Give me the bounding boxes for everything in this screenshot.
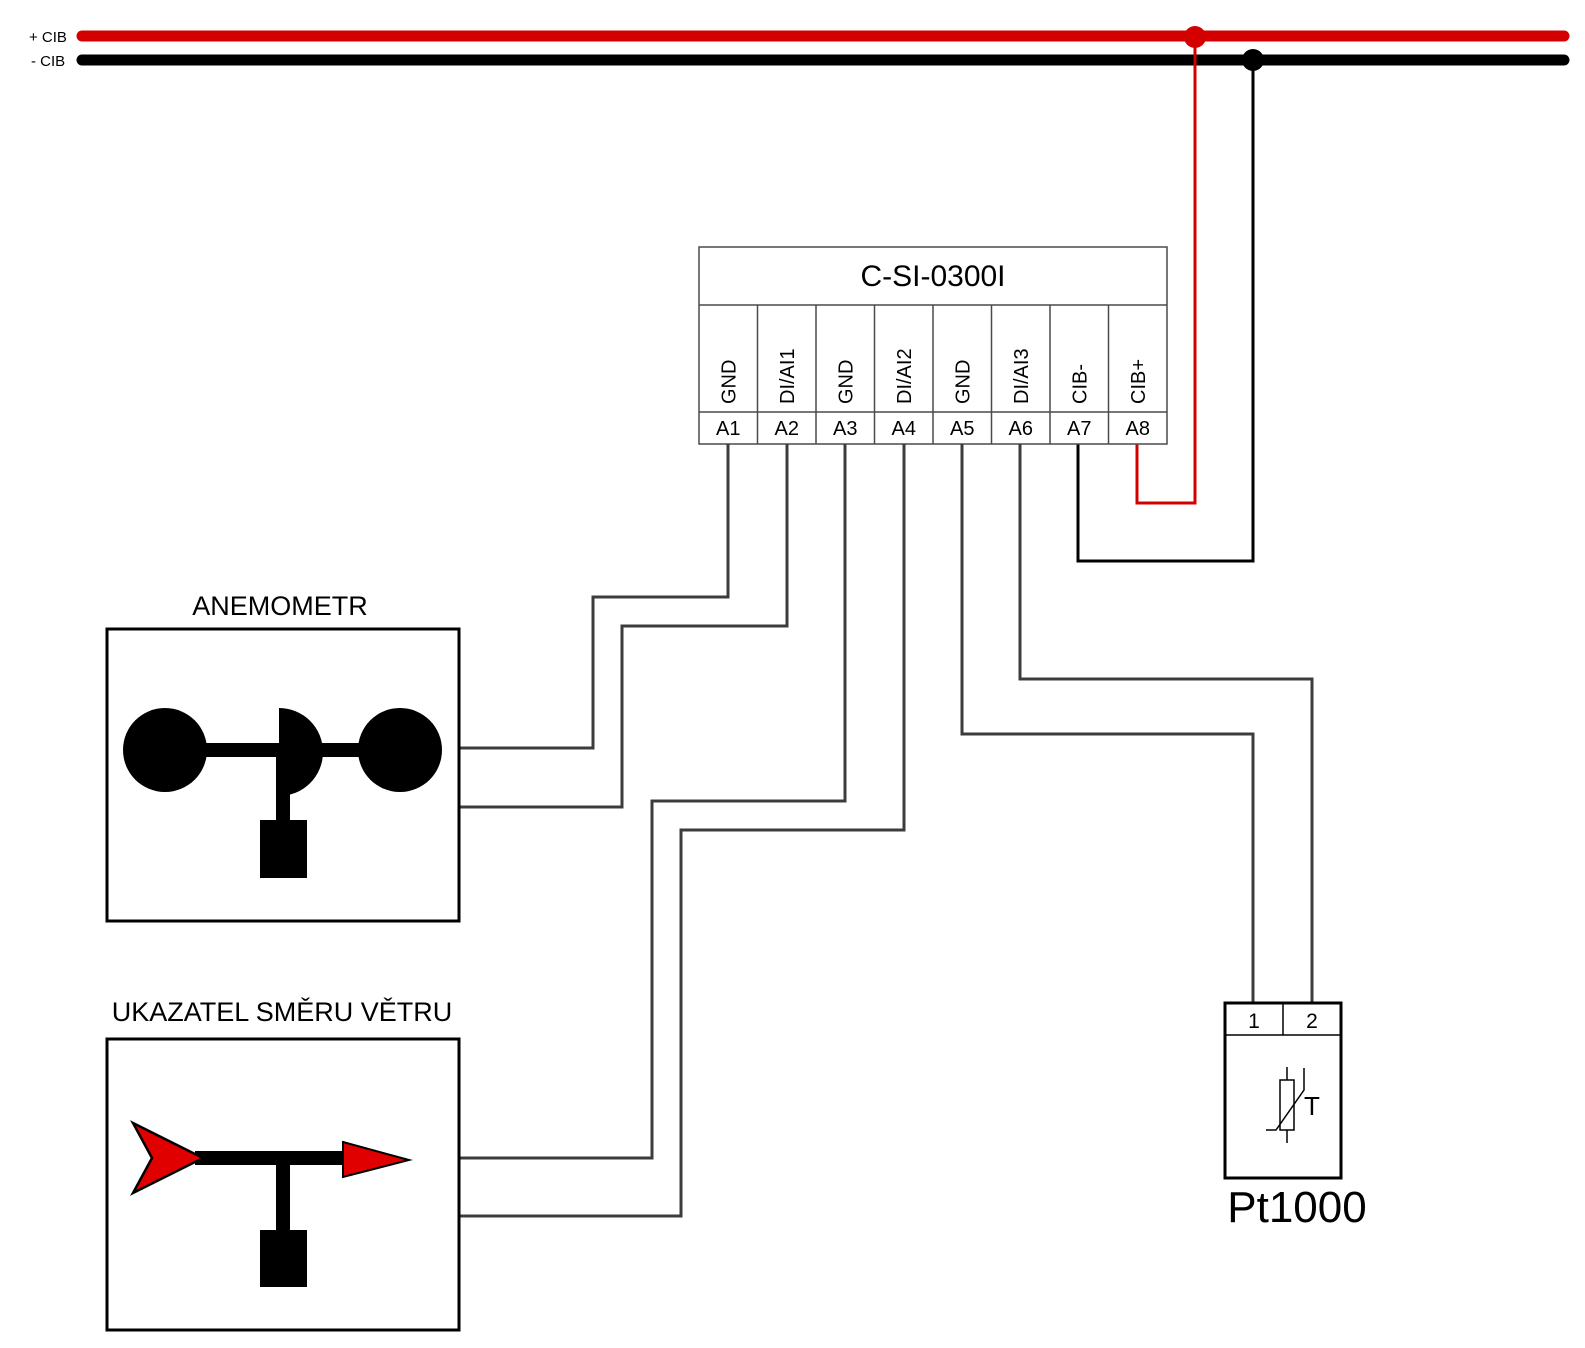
wind-vane-title: UKAZATEL SMĚRU VĚTRU [112,996,453,1027]
wire-a5-pt1000 [960,444,1255,1003]
wire-a4-wind-vane [459,444,906,1218]
terminal-pin-label: A6 [1009,418,1033,440]
terminal-function-label: GND [718,360,740,404]
terminal-pin-label: A8 [1126,418,1150,440]
cib-minus-feed-wire [1076,60,1255,563]
anemometer-icon [123,708,442,878]
terminal-function-label: CIB+ [1128,359,1150,404]
bus-plus-label: + CIB [29,29,67,46]
thermistor-label: T [1304,1091,1320,1121]
terminal-function-label: GND [835,360,857,404]
sensor-title: Pt1000 [1227,1183,1366,1232]
bus-minus-label: - CIB [31,53,65,70]
wire-a3-wind-vane [459,444,847,1160]
signal-wires [459,444,1314,1218]
module-c-si-0300i: C-SI-0300I GNDA1DI/AI1A2GNDA3DI/AI2A4GND… [698,246,1168,445]
terminal-pin-label: A3 [833,418,857,440]
cib-bus: + CIB - CIB [29,26,1570,71]
wire-a6-pt1000 [1018,444,1314,1003]
anemometer-device: ANEMOMETR [105,591,461,923]
sensor-pin-1: 1 [1248,1010,1260,1033]
thermistor-icon [1266,1067,1305,1143]
terminal-pin-label: A2 [775,418,799,440]
wind-vane-device: UKAZATEL SMĚRU VĚTRU [105,996,461,1332]
terminal-function-label: DI/AI3 [1011,348,1033,404]
terminal-pin-label: A7 [1067,418,1091,440]
anemometer-title: ANEMOMETR [192,591,368,621]
terminal-pin-label: A5 [950,418,974,440]
pt1000-sensor: 1 2 T Pt1000 [1223,1001,1367,1232]
terminal-function-label: CIB- [1069,364,1091,404]
terminal-function-label: DI/AI1 [777,348,799,404]
cib-plus-feed-wire [1135,37,1197,505]
module-title: C-SI-0300I [860,260,1005,293]
wire-a1-anemometer [459,444,730,750]
sensor-pin-2: 2 [1306,1010,1318,1033]
terminal-pin-label: A1 [716,418,740,440]
wind-vane-icon [130,1120,413,1287]
terminal-pin-label: A4 [892,418,916,440]
terminal-function-label: DI/AI2 [894,348,916,404]
terminal-function-label: GND [952,360,974,404]
wire-a2-anemometer [459,444,789,809]
